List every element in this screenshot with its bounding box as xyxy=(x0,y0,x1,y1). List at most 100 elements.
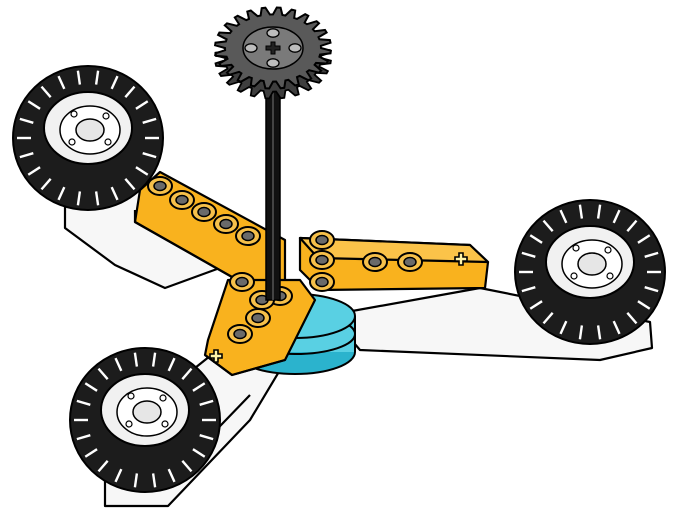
gear-hole xyxy=(288,43,302,53)
tread xyxy=(133,352,139,367)
rim-center xyxy=(577,252,607,276)
tread xyxy=(521,286,536,293)
tread xyxy=(542,219,554,232)
tread xyxy=(57,75,66,90)
tread xyxy=(94,191,100,206)
tread xyxy=(192,382,206,392)
gear-hole xyxy=(266,58,280,68)
tread xyxy=(76,70,82,85)
pin xyxy=(315,254,329,266)
tread xyxy=(612,209,621,224)
rim-hole xyxy=(159,394,167,402)
rim-hole xyxy=(70,110,78,118)
tread xyxy=(19,117,34,124)
tread xyxy=(142,117,157,124)
pin xyxy=(315,276,329,288)
rim-center xyxy=(75,118,105,142)
tread xyxy=(76,191,82,206)
tread xyxy=(559,209,568,224)
tread xyxy=(596,325,602,340)
rim-hole xyxy=(102,112,110,120)
tread xyxy=(76,399,91,406)
tread xyxy=(84,448,98,458)
tread xyxy=(27,166,41,176)
tread xyxy=(644,251,659,258)
tread xyxy=(529,234,543,244)
tread xyxy=(192,448,206,458)
gear-hole xyxy=(244,43,258,53)
pin xyxy=(403,256,417,268)
tread xyxy=(151,352,157,367)
tread xyxy=(199,399,214,406)
tread xyxy=(84,382,98,392)
tread xyxy=(40,85,52,98)
gear xyxy=(213,6,333,100)
pin xyxy=(153,180,167,192)
pin xyxy=(235,276,249,288)
tread xyxy=(110,186,119,201)
rim-hole xyxy=(127,392,135,400)
pin xyxy=(233,328,247,340)
tread xyxy=(110,75,119,90)
tread xyxy=(559,320,568,335)
tread xyxy=(142,152,157,159)
gear-hole xyxy=(266,28,280,38)
wheel-right xyxy=(514,199,666,345)
rim-hole xyxy=(125,420,133,428)
tread xyxy=(167,468,176,483)
rim-hole xyxy=(604,246,612,254)
rim-hole xyxy=(68,138,76,146)
axle xyxy=(265,59,281,301)
pin xyxy=(368,256,382,268)
rim-hole xyxy=(104,138,112,146)
tread xyxy=(199,434,214,441)
tread xyxy=(167,357,176,372)
rim-center xyxy=(132,400,162,424)
pin xyxy=(315,234,329,246)
tread xyxy=(181,460,193,473)
tread xyxy=(626,219,638,232)
tread xyxy=(596,204,602,219)
tread xyxy=(612,320,621,335)
tread xyxy=(27,100,41,110)
tread xyxy=(521,251,536,258)
tread xyxy=(133,473,139,488)
tread xyxy=(97,460,109,473)
rim-hole xyxy=(161,420,169,428)
rim-hole xyxy=(572,244,580,252)
wheel-front xyxy=(69,347,221,493)
tread xyxy=(181,367,193,380)
plus-icon xyxy=(454,252,468,266)
tread xyxy=(57,186,66,201)
tread xyxy=(124,85,136,98)
pin xyxy=(241,230,255,242)
tread xyxy=(637,300,651,310)
tread xyxy=(151,473,157,488)
tread xyxy=(135,100,149,110)
tread xyxy=(626,312,638,325)
pin xyxy=(197,206,211,218)
wheel-back-left xyxy=(12,65,164,211)
tread xyxy=(97,367,109,380)
tread xyxy=(135,166,149,176)
rim-hole xyxy=(570,272,578,280)
pin xyxy=(219,218,233,230)
beam-right-top xyxy=(298,236,490,264)
tread xyxy=(114,357,123,372)
rim-hole xyxy=(606,272,614,280)
tread xyxy=(94,70,100,85)
tread xyxy=(76,434,91,441)
tread xyxy=(19,152,34,159)
tread xyxy=(529,300,543,310)
pin xyxy=(175,194,189,206)
tread xyxy=(637,234,651,244)
beam-holes xyxy=(147,176,423,344)
gear-axle-hole xyxy=(265,41,281,55)
tread xyxy=(40,178,52,191)
tread xyxy=(644,286,659,293)
tread xyxy=(578,204,584,219)
axle-mark-plus-right xyxy=(454,252,468,266)
pin xyxy=(251,312,265,324)
